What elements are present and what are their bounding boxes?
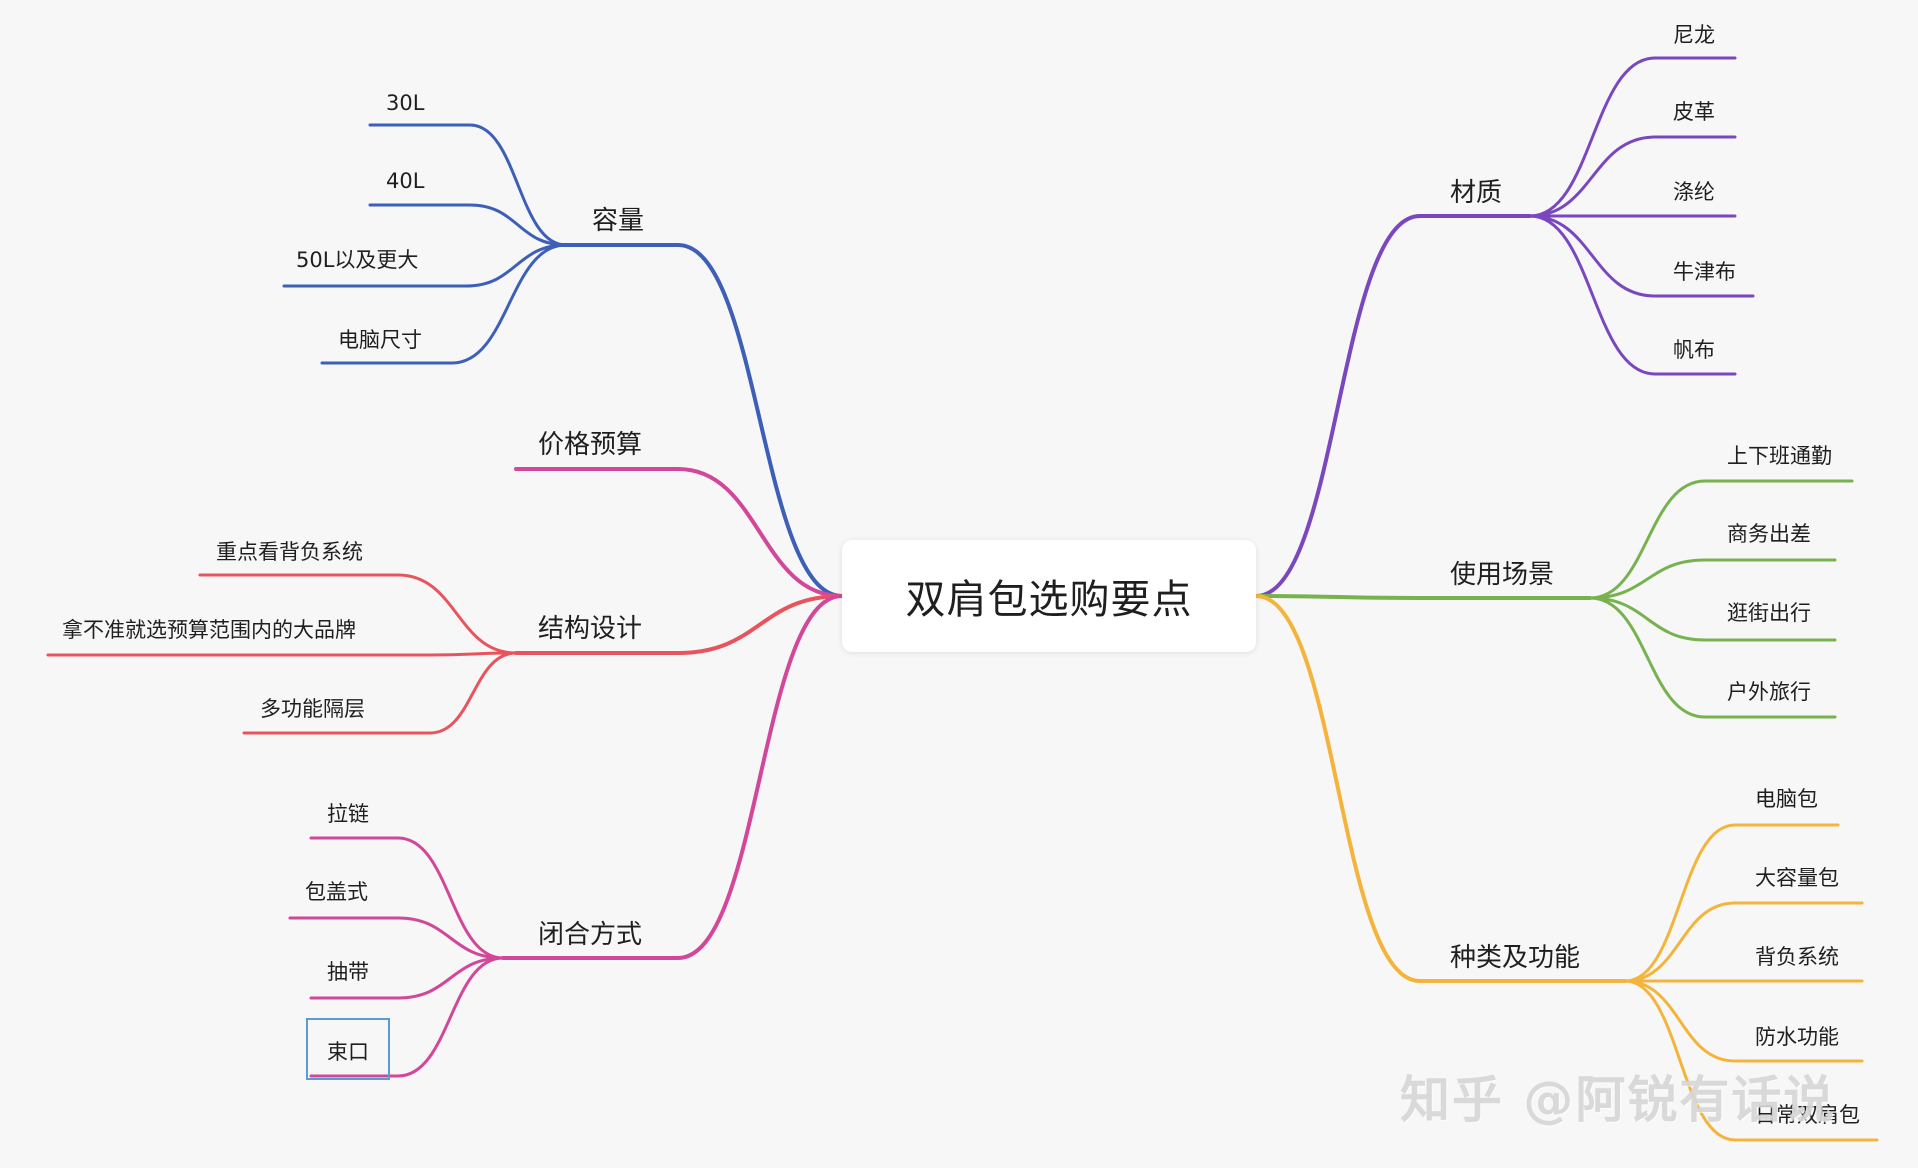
scenario-item[interactable]: 商务出差 (1727, 522, 1811, 546)
child-connector (1528, 214, 1657, 376)
capacity-item[interactable]: 50L以及更大 (296, 248, 419, 272)
branch-budget[interactable]: 价格预算 (538, 430, 643, 460)
branch-structure[interactable]: 结构设计 (538, 614, 643, 644)
closure-item[interactable]: 包盖式 (305, 880, 368, 904)
branch-connector (676, 467, 844, 598)
branch-closure[interactable]: 闭合方式 (538, 920, 643, 950)
type-item[interactable]: 电脑包 (1755, 787, 1818, 811)
closure-item-selected[interactable]: 束口 (327, 1040, 369, 1064)
child-connector (1588, 558, 1707, 600)
central-topic[interactable]: 双肩包选购要点 (842, 540, 1256, 652)
child-connector (428, 651, 518, 735)
type-item[interactable]: 日常双肩包 (1755, 1103, 1860, 1127)
branch-connector (1254, 594, 1422, 983)
child-connector (1528, 135, 1657, 218)
child-connector (468, 123, 568, 247)
structure-item[interactable]: 拿不准就选预算范围内的大品牌 (62, 618, 356, 642)
child-connector (1528, 56, 1657, 218)
material-item[interactable]: 牛津布 (1673, 260, 1736, 284)
material-item[interactable]: 帆布 (1673, 338, 1715, 362)
type-item[interactable]: 防水功能 (1755, 1025, 1839, 1049)
structure-item[interactable]: 多功能隔层 (260, 697, 365, 721)
branch-connector (1254, 214, 1422, 598)
branch-type[interactable]: 种类及功能 (1450, 943, 1581, 973)
child-connector (396, 956, 505, 1000)
type-item[interactable]: 大容量包 (1755, 866, 1839, 890)
scenario-item[interactable]: 户外旅行 (1727, 680, 1811, 704)
child-connector (396, 573, 518, 655)
closure-item[interactable]: 抽带 (327, 960, 369, 984)
child-connector (1623, 979, 1737, 1063)
branch-scenario[interactable]: 使用场景 (1450, 560, 1555, 590)
capacity-item[interactable]: 30L (386, 91, 425, 115)
child-connector (464, 243, 568, 288)
child-connector (468, 203, 568, 247)
child-connector (428, 651, 518, 657)
capacity-item[interactable]: 40L (386, 169, 425, 193)
material-item[interactable]: 皮革 (1673, 100, 1715, 124)
child-connector (396, 836, 505, 960)
child-connector (1623, 979, 1737, 1142)
branch-capacity[interactable]: 容量 (592, 206, 645, 236)
child-connector (396, 916, 505, 960)
branch-material[interactable]: 材质 (1450, 178, 1503, 208)
selection-box (306, 1018, 390, 1080)
child-connector (1528, 214, 1657, 298)
watermark: 知乎 @阿锐有话说 (1400, 1071, 1836, 1129)
child-connector (1588, 596, 1707, 719)
scenario-item[interactable]: 上下班通勤 (1727, 444, 1832, 468)
child-connector (1623, 823, 1737, 983)
child-connector (396, 956, 505, 1078)
branch-connector (676, 594, 844, 960)
branch-connector (1254, 594, 1422, 600)
child-connector (450, 243, 568, 365)
scenario-item[interactable]: 逛街出行 (1727, 601, 1811, 625)
branch-connector (676, 594, 844, 655)
branch-connector (676, 243, 844, 598)
material-item[interactable]: 尼龙 (1673, 23, 1715, 47)
child-connector (1588, 479, 1707, 600)
material-item[interactable]: 涤纶 (1673, 180, 1715, 204)
child-connector (1588, 596, 1707, 642)
closure-item[interactable]: 拉链 (327, 802, 369, 826)
capacity-item[interactable]: 电脑尺寸 (338, 328, 422, 352)
child-connector (1623, 901, 1737, 983)
structure-item[interactable]: 重点看背负系统 (216, 540, 363, 564)
type-item[interactable]: 背负系统 (1755, 945, 1839, 969)
